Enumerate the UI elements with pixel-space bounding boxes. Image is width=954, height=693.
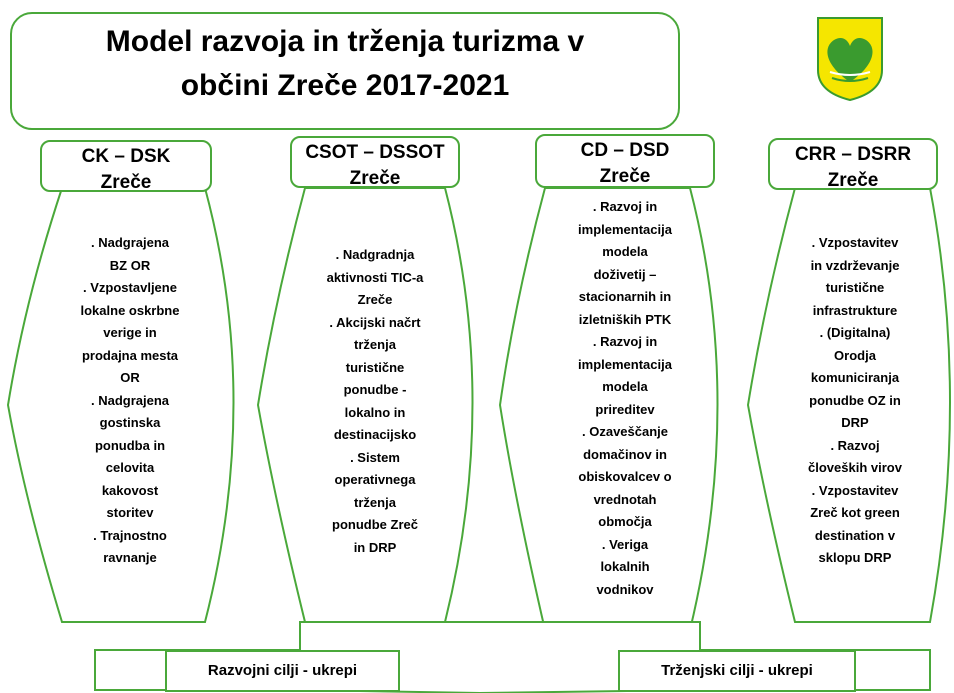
- column-2-chevron: [256, 187, 474, 623]
- column-3-line: domačinov in: [583, 446, 667, 462]
- column-2-line: . Akcijski načrt: [329, 314, 421, 330]
- column-2-line: turistične: [345, 359, 405, 375]
- column-1-line: . Trajnostno: [93, 527, 167, 543]
- column-3-line: lokalnih: [600, 559, 650, 574]
- column-1-line: kakovost: [101, 482, 159, 498]
- column-1-line: lokalne oskrbne: [80, 302, 180, 318]
- column-2-header-line-2: Zreče: [349, 168, 401, 189]
- column-2-line: . Nadgradnja: [335, 247, 415, 262]
- column-4-line: sklopu DRP: [818, 550, 892, 565]
- column-1-header-line-2: Zreče: [100, 172, 152, 193]
- column-1-line: . Vzpostavljene: [83, 280, 177, 295]
- column-1-line: . Nadgrajena: [90, 235, 170, 250]
- column-4-header-line-1: CRR – DSRR: [794, 144, 912, 165]
- column-3-line: . Ozaveščanje: [582, 424, 668, 439]
- column-3-line: doživetij –: [593, 266, 657, 282]
- column-3-line: prireditev: [595, 401, 655, 417]
- column-3-text: . Razvoj in implementacija modela doživetij…: [535, 196, 715, 601]
- column-4-line: turistične: [825, 280, 885, 295]
- title-box: [10, 12, 680, 130]
- column-1-line: ravnanje: [103, 550, 157, 565]
- column-4-line: Orodja: [834, 347, 876, 363]
- column-4-line: ponudbe OZ in: [809, 392, 901, 408]
- column-2-header-line-1: CSOT – DSSOT: [305, 142, 445, 163]
- column-1-line: BZ OR: [109, 257, 151, 273]
- column-4-line: DRP: [841, 415, 869, 430]
- column-4-line: človeških virov: [808, 460, 902, 475]
- column-1-text: . Nadgrajena BZ OR . Vzpostavljene lokalne …: [45, 232, 215, 570]
- column-4-line: . Vzpostavitev: [811, 235, 899, 250]
- column-4-header: CRR – DSRR Zreče: [768, 138, 938, 191]
- column-4-line: . (Digitalna): [819, 325, 891, 340]
- column-1-header: CK – DSK Zreče: [40, 140, 212, 193]
- column-1-line: storitev: [106, 505, 154, 520]
- column-3-line: stacionarnih in: [578, 289, 672, 304]
- column-2-line: trženja: [354, 337, 396, 352]
- column-3-line: modela: [602, 244, 648, 259]
- column-1-line: OR: [120, 370, 140, 385]
- column-4-text: . Vzpostavitev in vzdrževanje turistične in…: [770, 232, 940, 570]
- column-3-line: izletniških PTK: [578, 311, 672, 327]
- column-1-line: verige in: [103, 325, 157, 340]
- column-2-line: operativnega: [334, 472, 416, 487]
- marketing-goals-label: Trženjski cilji - ukrepi: [618, 650, 856, 692]
- column-4-header-line-2: Zreče: [827, 170, 879, 191]
- column-3-line: . Razvoj in: [592, 334, 658, 349]
- column-2-line: in DRP: [353, 539, 397, 555]
- column-3-line: . Razvoj in: [592, 199, 658, 214]
- column-3-line: modela: [602, 379, 648, 394]
- column-2-line: ponudbe -: [343, 382, 407, 397]
- column-1-line: ponudba in: [94, 437, 166, 453]
- column-2-line: aktivnosti TIC-a: [326, 269, 424, 285]
- column-4-line: infrastrukture: [812, 302, 898, 318]
- column-1-line: celovita: [105, 460, 155, 475]
- column-3-header: CD – DSD Zreče: [535, 134, 715, 188]
- column-1-line: . Nadgrajena: [90, 392, 170, 408]
- column-3-chevron: [498, 187, 719, 631]
- page-title: Model razvoja in trženja turizma v občin…: [10, 20, 680, 108]
- column-3-line: območja: [598, 514, 652, 529]
- column-2-line: . Sistem: [350, 449, 400, 465]
- column-4-line: Zreč kot green: [810, 505, 900, 520]
- column-3-header-line-2: Zreče: [599, 166, 651, 187]
- heart-coat-of-arms-icon: [817, 17, 883, 102]
- column-3-line: vrednotah: [593, 491, 657, 507]
- title-line-2: občini Zreče 2017-2021: [180, 69, 510, 102]
- column-1-chevron: [6, 187, 235, 623]
- column-4-line: komuniciranja: [810, 370, 900, 385]
- column-3-line: . Veriga: [601, 536, 649, 552]
- column-1-line: gostinska: [99, 415, 161, 430]
- column-4-chevron: [746, 187, 951, 623]
- column-3-line: obiskovalcev o: [578, 469, 672, 484]
- column-2-line: lokalno in: [344, 404, 406, 420]
- column-2-line: ponudbe Zreč: [332, 517, 418, 532]
- column-3-line: implementacija: [578, 221, 672, 237]
- column-2-header: CSOT – DSSOT Zreče: [290, 136, 460, 189]
- title-line-1: Model razvoja in trženja turizma v: [105, 25, 585, 58]
- column-4-line: in vzdrževanje: [810, 257, 900, 273]
- column-3-line: implementacija: [578, 356, 672, 372]
- column-2-line: trženja: [354, 494, 396, 510]
- column-4-line: . Razvoj: [830, 437, 880, 453]
- column-1-line: prodajna mesta: [81, 347, 179, 363]
- column-4-line: . Vzpostavitev: [811, 482, 899, 498]
- column-3-line: vodnikov: [596, 581, 654, 597]
- column-4-line: destination v: [814, 527, 896, 543]
- column-2-line: destinacijsko: [333, 427, 417, 442]
- column-1-header-line-1: CK – DSK: [81, 146, 171, 167]
- column-2-line: Zreče: [357, 292, 393, 307]
- column-3-header-line-1: CD – DSD: [580, 140, 670, 161]
- development-goals-label: Razvojni cilji - ukrepi: [165, 650, 400, 692]
